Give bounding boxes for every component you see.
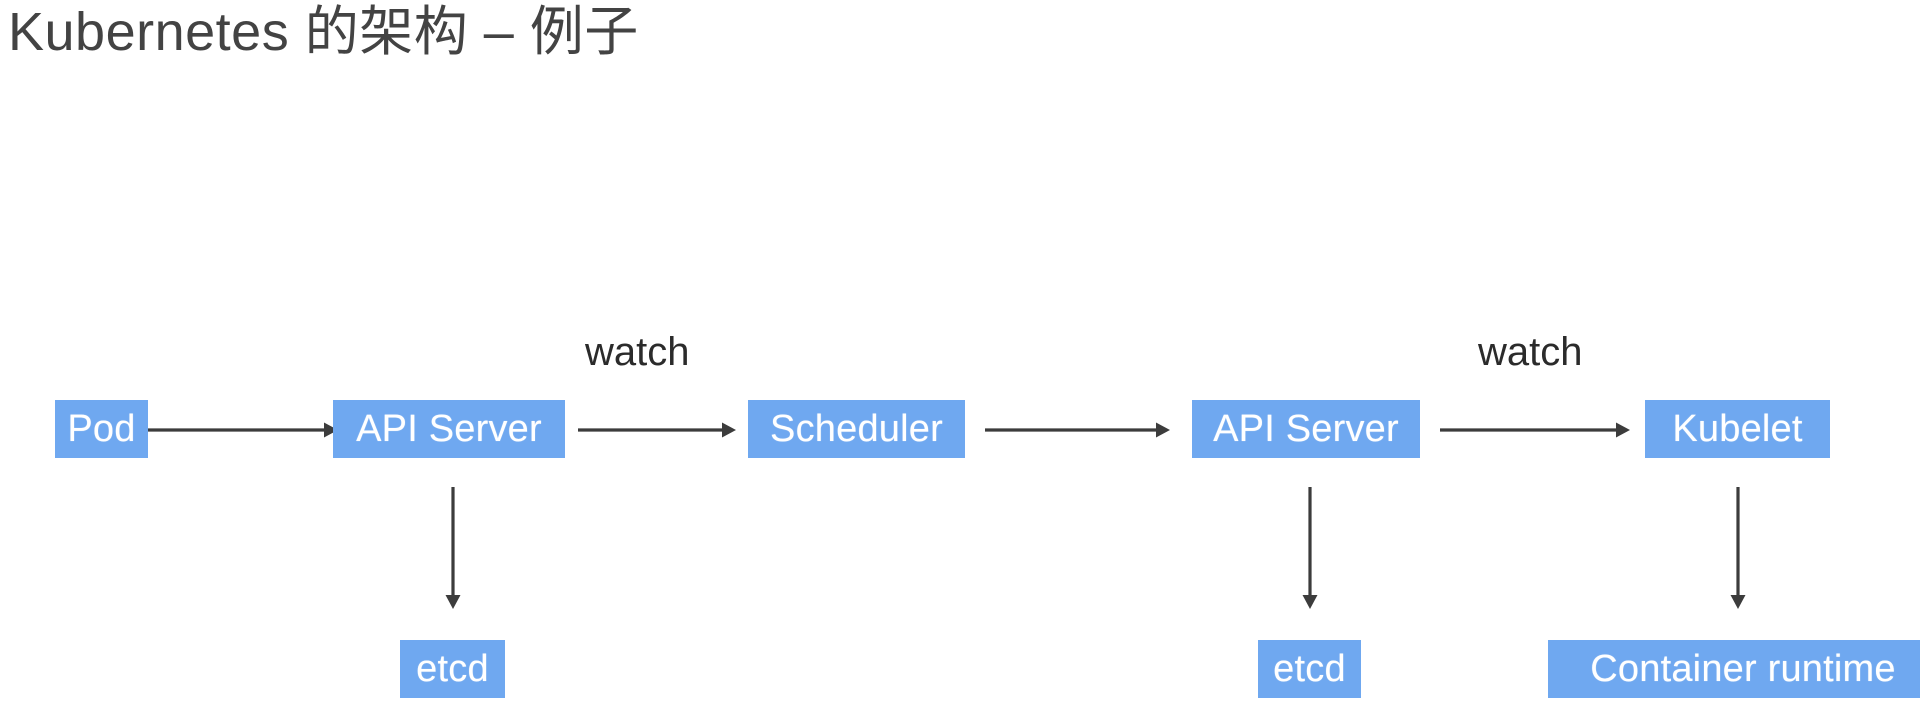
node-api-server-2[interactable]: API Server — [1192, 400, 1420, 458]
edge-label-watch-1: watch — [585, 330, 690, 374]
arrow-api-server-1-to-scheduler — [578, 415, 736, 445]
node-api-server-1[interactable]: API Server — [333, 400, 565, 458]
node-scheduler[interactable]: Scheduler — [748, 400, 965, 458]
page-title: Kubernetes 的架构 – 例子 — [8, 2, 639, 62]
arrow-scheduler-to-api-server-2 — [985, 415, 1170, 445]
arrow-kubelet-to-container-runtime — [1723, 487, 1753, 609]
arrow-api-server-2-to-kubelet — [1440, 415, 1630, 445]
node-etcd-2[interactable]: etcd — [1258, 640, 1361, 698]
node-kubelet[interactable]: Kubelet — [1645, 400, 1830, 458]
node-container-runtime[interactable]: Container runtime — [1548, 640, 1920, 698]
edge-label-watch-2: watch — [1478, 330, 1583, 374]
arrow-pod-to-api-server-1 — [148, 415, 338, 445]
node-etcd-1[interactable]: etcd — [400, 640, 505, 698]
arrow-api-server-1-to-etcd-1 — [438, 487, 468, 609]
node-pod[interactable]: Pod — [55, 400, 148, 458]
arrow-api-server-2-to-etcd-2 — [1295, 487, 1325, 609]
